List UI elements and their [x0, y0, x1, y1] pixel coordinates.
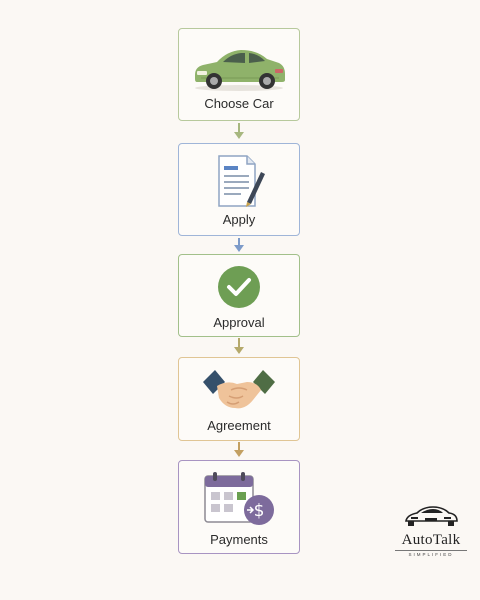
arrow-down-icon [234, 238, 244, 252]
step-choose-car: Choose Car [178, 28, 300, 121]
arrow-down-icon [234, 123, 244, 139]
handshake-icon [179, 366, 299, 416]
check-circle-icon [179, 265, 299, 309]
step-label: Payments [210, 532, 268, 547]
brand-tagline: SIMPLIFIED [395, 550, 467, 557]
step-payments: $ Payments [178, 460, 300, 554]
step-agreement: Agreement [178, 357, 300, 441]
step-label: Apply [222, 212, 256, 227]
arrow-down-icon [234, 442, 244, 457]
document-pen-icon [179, 152, 299, 210]
arrow-down-icon [234, 338, 244, 354]
step-label: Approval [213, 315, 265, 330]
svg-text:$: $ [254, 501, 265, 521]
sports-car-logo-icon [405, 506, 458, 526]
brand-name: AutoTalk [401, 532, 461, 548]
calendar-dollar-icon: $ [179, 470, 299, 526]
car-icon [179, 45, 299, 93]
step-approval: Approval [178, 254, 300, 337]
step-label: Choose Car [204, 96, 274, 111]
brand-logo: AutoTalk SIMPLIFIED [395, 503, 467, 557]
step-label: Agreement [207, 418, 271, 433]
step-apply: Apply [178, 143, 300, 236]
